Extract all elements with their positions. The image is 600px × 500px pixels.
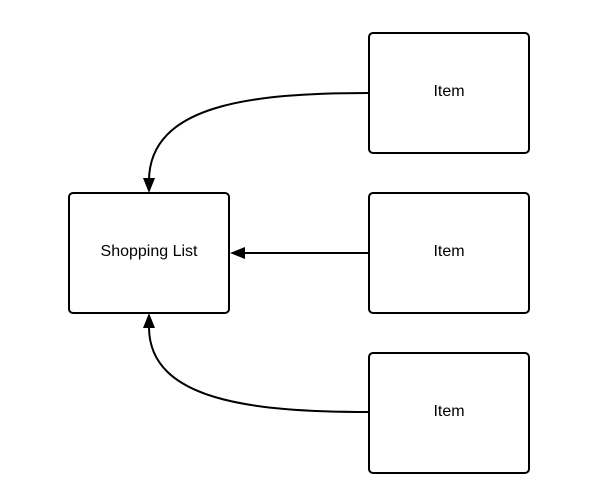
item-box bbox=[368, 352, 530, 474]
item-node-1[interactable]: Item bbox=[368, 32, 530, 154]
arrowhead-top-icon bbox=[143, 178, 155, 193]
connector-item-1-to-shopping-list bbox=[148, 92, 370, 181]
shopping-list-node[interactable]: Shopping List bbox=[68, 192, 230, 314]
item-node-3[interactable]: Item bbox=[368, 352, 530, 474]
item-label: Item bbox=[433, 83, 464, 100]
item-label: Item bbox=[433, 403, 464, 420]
item-label: Item bbox=[433, 243, 464, 260]
item-box bbox=[368, 32, 530, 154]
item-box bbox=[368, 192, 530, 314]
shopping-list-box bbox=[68, 192, 230, 314]
arrowhead-middle-icon bbox=[230, 247, 245, 259]
connector-item-3-to-shopping-list bbox=[148, 327, 370, 413]
shopping-list-label: Shopping List bbox=[101, 243, 199, 260]
item-node-2[interactable]: Item bbox=[368, 192, 530, 314]
arrowhead-bottom-icon bbox=[143, 313, 155, 328]
